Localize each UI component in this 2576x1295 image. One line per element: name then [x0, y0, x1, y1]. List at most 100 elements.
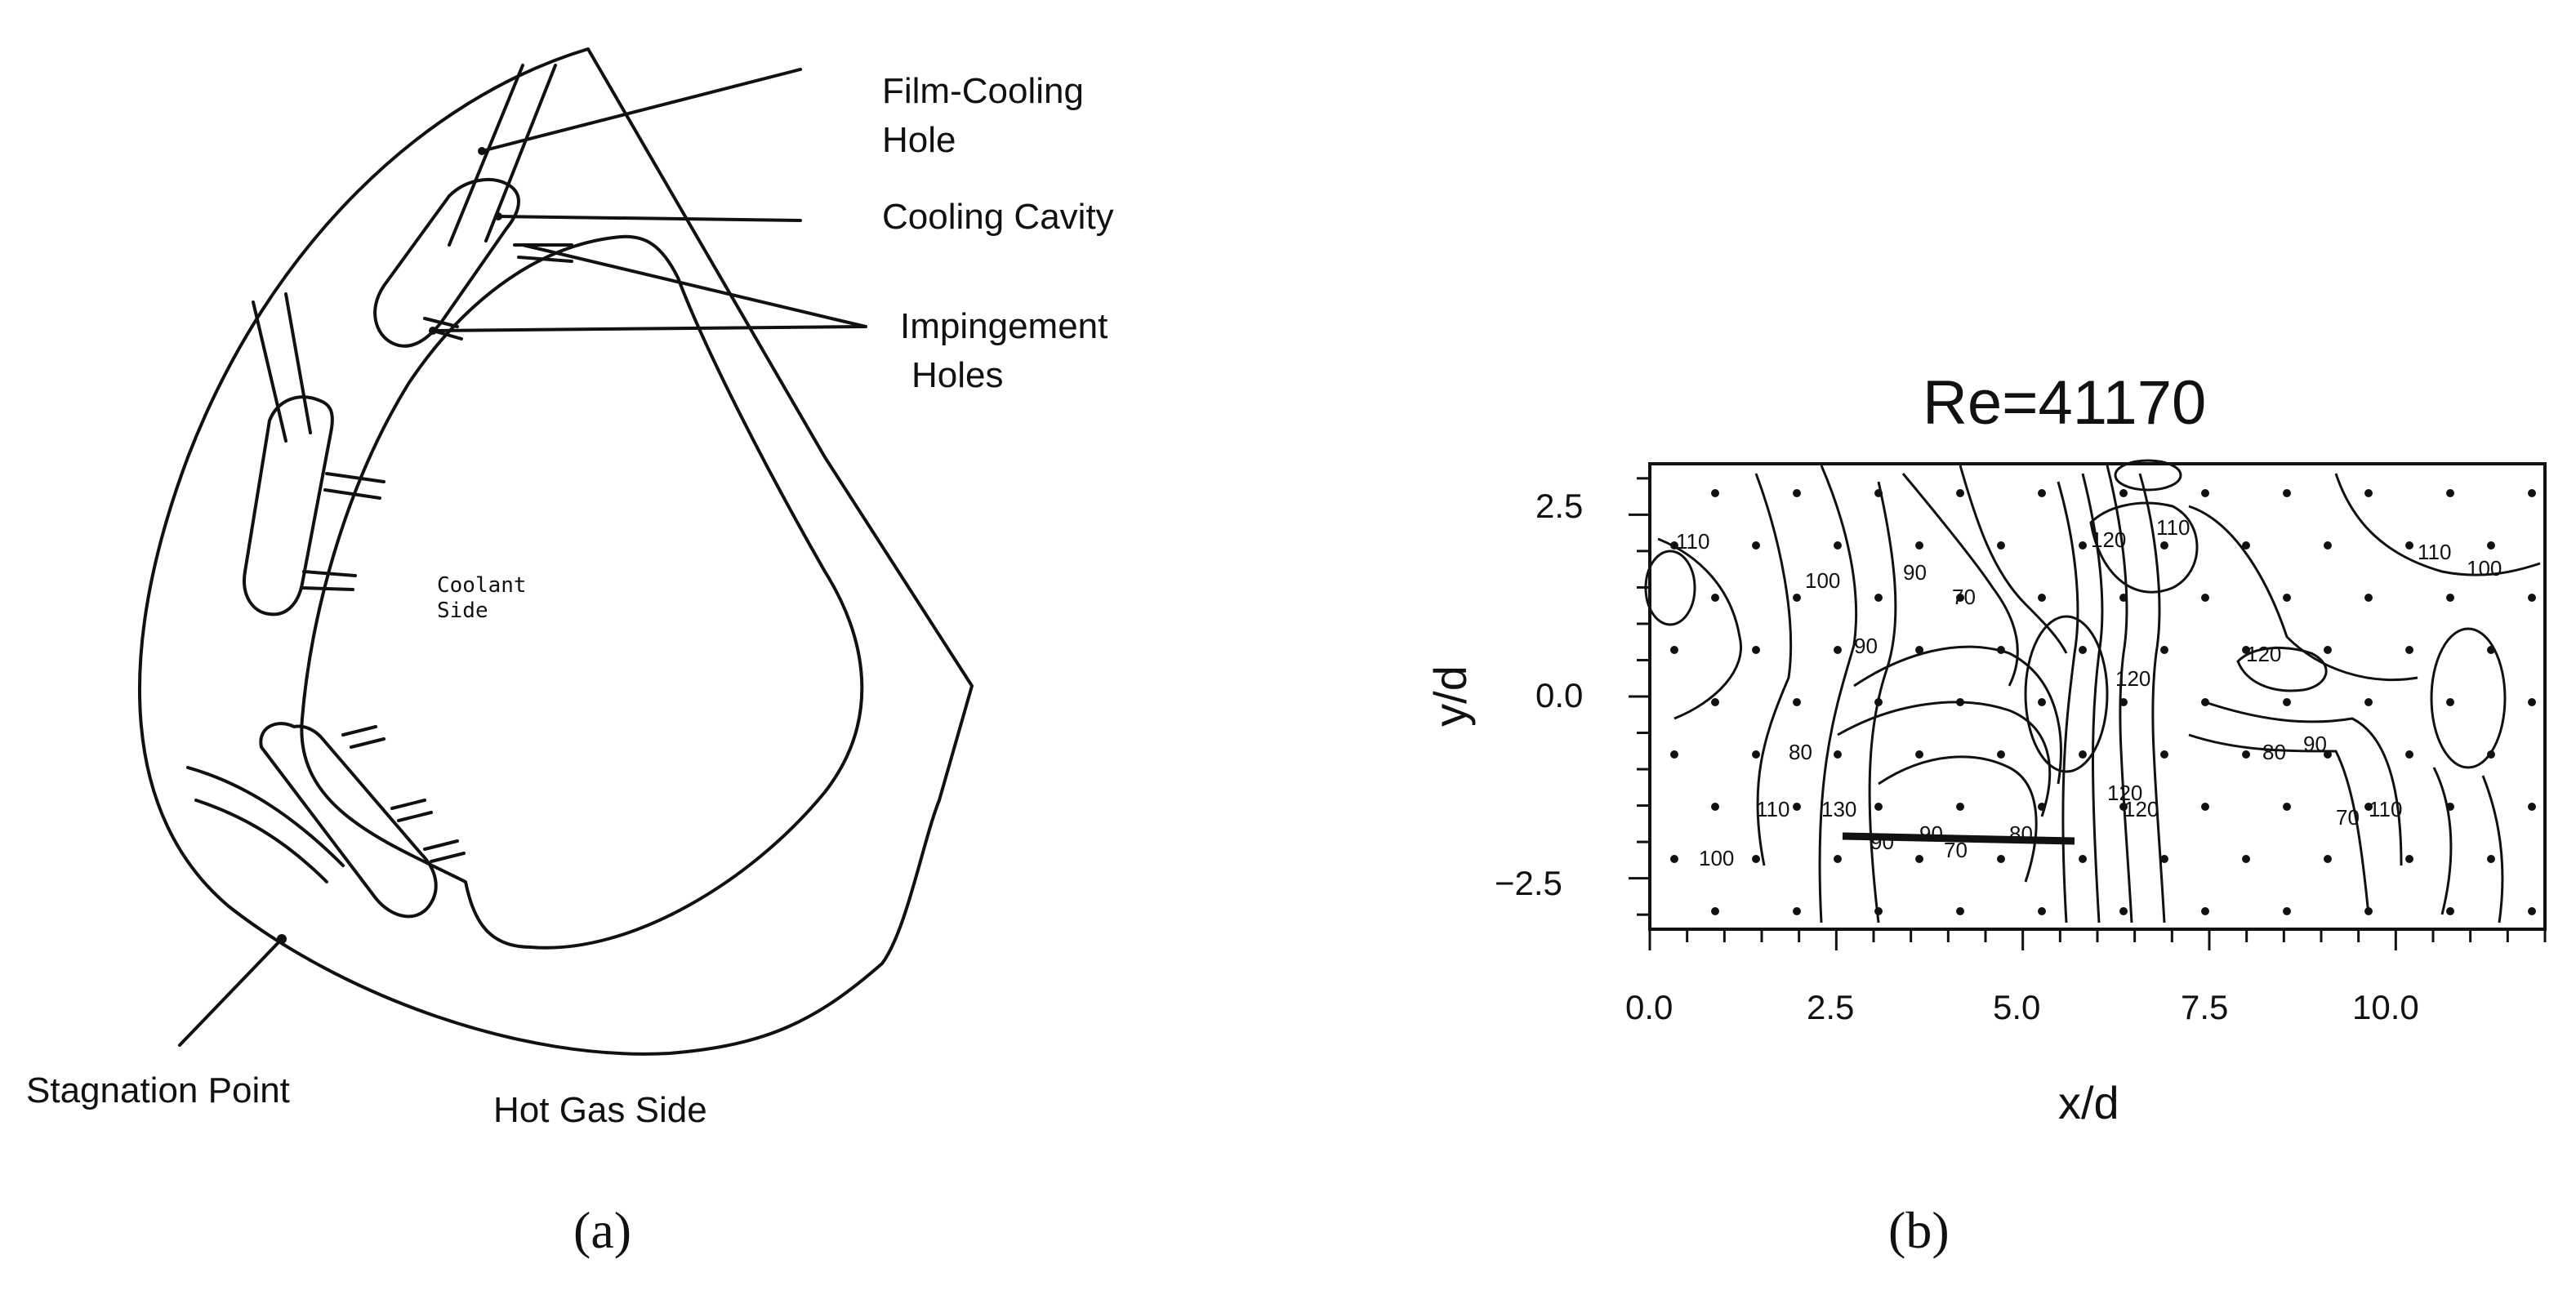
measurement-dot — [1793, 489, 1801, 497]
measurement-dot — [2283, 907, 2291, 915]
measurement-dot — [2487, 541, 2495, 550]
measurement-dot — [2324, 750, 2332, 759]
measurement-dot — [2364, 698, 2373, 706]
measurement-dot — [1752, 646, 1760, 654]
y-tick-label: 0.0 — [1535, 676, 1584, 714]
label-film-cooling-hole: Film-Cooling Hole — [882, 67, 1084, 165]
contour-value-label: 90 — [1870, 830, 1894, 854]
measurement-dot — [1997, 646, 2005, 654]
thick-bar — [1842, 832, 2075, 845]
measurement-dot — [2446, 489, 2454, 497]
dot-cooling-cavity — [494, 212, 502, 220]
measurement-dot — [2079, 646, 2087, 654]
cooling-cavity-middle — [243, 395, 334, 616]
measurement-dot — [1793, 907, 1801, 915]
measurement-dot — [1874, 698, 1883, 706]
contour-value-label: 90 — [1854, 634, 1878, 658]
contour-line — [2432, 767, 2453, 915]
measurement-dot — [1915, 541, 1923, 550]
measurement-dot — [1874, 489, 1883, 497]
measurement-dot — [2446, 907, 2454, 915]
measurement-dot — [2324, 541, 2332, 550]
dot-stagnation — [277, 934, 287, 944]
contour-line — [2236, 646, 2328, 692]
measurement-dot — [2242, 646, 2250, 654]
measurement-dot — [2446, 698, 2454, 706]
contour-value-label: 80 — [2262, 740, 2286, 764]
contour-value-label: 130 — [1821, 797, 1856, 821]
contour-value-label: 100 — [1699, 846, 1734, 870]
measurement-dot — [1956, 698, 1964, 706]
contour-line — [1959, 465, 2068, 654]
x-tick-label: 7.5 — [2181, 988, 2229, 1026]
measurement-dot — [2038, 489, 2046, 497]
measurement-dot — [1711, 907, 1719, 915]
measurement-dot — [2528, 803, 2536, 811]
measurement-dot — [1874, 907, 1883, 915]
leader-cooling-cavity — [497, 215, 802, 222]
contour-line — [2089, 501, 2199, 594]
measurement-dot — [1874, 803, 1883, 811]
measurement-dot — [2242, 855, 2250, 863]
measurement-dot — [2160, 646, 2168, 654]
measurement-dot — [1956, 803, 1964, 811]
measurement-dot — [2079, 750, 2087, 759]
leader-stagnation — [178, 937, 283, 1047]
measurement-dot — [2405, 646, 2413, 654]
measurement-dot — [1915, 750, 1923, 759]
contour-value-label: 70 — [1944, 838, 1968, 862]
film-cooling-hole-2 — [252, 292, 312, 443]
measurement-dot — [2446, 803, 2454, 811]
contour-value-label: 110 — [2418, 540, 2451, 564]
label-film-cooling-line-2: Hole — [882, 119, 956, 160]
measurement-dot — [1834, 646, 1842, 654]
label-coolant-line-2: Side — [437, 599, 488, 624]
measurement-dot — [2201, 803, 2209, 811]
measurement-dot — [1915, 646, 1923, 654]
contour-value-label: 70 — [1952, 585, 1976, 609]
measurement-dot — [2119, 803, 2128, 811]
measurement-dot — [2119, 698, 2128, 706]
measurement-dot — [2201, 489, 2209, 497]
measurement-dot — [1711, 489, 1719, 497]
measurement-dot — [2487, 646, 2495, 654]
measurement-dot — [2038, 594, 2046, 602]
impingement-holes-upper — [423, 243, 573, 340]
measurement-dot — [1956, 594, 1964, 602]
contour-value-label: 90 — [1919, 821, 1943, 846]
measurement-dot — [2079, 855, 2087, 863]
hole-ellipse — [2114, 459, 2182, 492]
chart-title: Re=41170 — [1923, 368, 2207, 438]
contour-line — [1837, 701, 2052, 817]
x-tick-label: 0.0 — [1625, 988, 1674, 1026]
measurement-dot — [2283, 803, 2291, 811]
measurement-dot — [2160, 855, 2168, 863]
measurement-dot — [2201, 594, 2209, 602]
measurement-dot — [2160, 750, 2168, 759]
contour-value-label: 110 — [1676, 529, 1709, 554]
measurement-dot — [2487, 750, 2495, 759]
contour-value-label: 80 — [2009, 821, 2033, 846]
measurement-dot — [1711, 698, 1719, 706]
measurement-dot — [1997, 855, 2005, 863]
measurement-dot — [2283, 698, 2291, 706]
hole-ellipse — [2430, 627, 2507, 769]
measurement-dot — [1834, 541, 1842, 550]
leader-film-cooling — [480, 68, 802, 153]
contour-line — [2188, 733, 2370, 915]
contour-line — [2481, 775, 2504, 923]
contour-line — [2188, 505, 2418, 681]
measurement-dot — [2283, 594, 2291, 602]
measurement-dot — [2119, 907, 2128, 915]
measurement-dot — [2119, 594, 2128, 602]
contour-value-label: 110 — [2156, 515, 2190, 540]
measurement-dot — [2201, 907, 2209, 915]
blade-inner-wall — [300, 234, 864, 950]
caption-b: (b) — [1888, 1201, 1950, 1259]
measurement-dot — [2242, 750, 2250, 759]
measurement-dot — [1752, 855, 1760, 863]
measurement-dot — [1670, 541, 1678, 550]
contour-value-label: 100 — [1805, 568, 1840, 593]
measurement-dot — [1752, 541, 1760, 550]
